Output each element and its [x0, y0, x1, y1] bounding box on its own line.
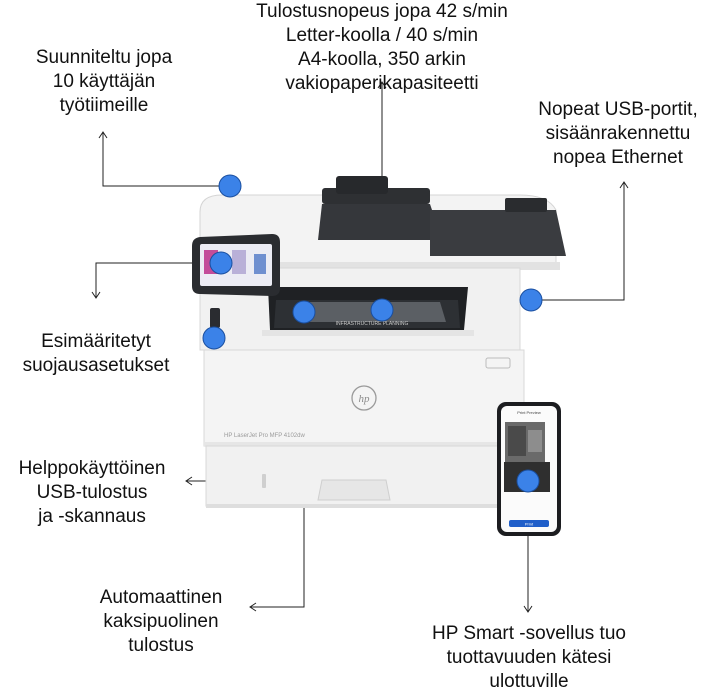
callout-security-line: Esimääritetyt [41, 331, 151, 352]
hp-logo-text: hp [359, 393, 371, 405]
usb-port[interactable] [210, 308, 220, 328]
hotspot-speed[interactable] [370, 298, 394, 322]
callout-usb-print: Helppokäyttöinen USB-tulostus ja -skanna… [0, 457, 184, 529]
phone-screen-title: Print Preview [517, 410, 541, 415]
callout-hp-smart-line: tuottavuuden kätesi [446, 647, 612, 668]
hp-logo-icon [351, 385, 377, 411]
callout-users: Suunniteltu jopa 10 käyttäjän työtiimeil… [14, 46, 194, 118]
callout-security: Esimääritetyt suojausasetukset [2, 330, 190, 378]
callout-duplex-line: kaksipuolinen [103, 611, 219, 632]
callout-usb-ports: Nopeat USB-portit, sisäänrakennettu nope… [516, 98, 720, 170]
smartphone: Print Preview Print [497, 402, 561, 536]
leader-usb-ports [531, 182, 625, 301]
callout-speed-line: Tulostusnopeus jopa 42 s/min [256, 1, 508, 22]
leader-users [102, 132, 230, 187]
callout-usb-ports-line: nopea Ethernet [553, 147, 683, 168]
hotspot-users[interactable] [218, 174, 242, 198]
callout-duplex-line: tulostus [128, 635, 194, 656]
callout-usb-print-line: USB-tulostus [36, 482, 148, 503]
callout-users-line: 10 käyttäjän [52, 71, 156, 92]
adf-output-tray [430, 210, 566, 256]
callout-speed: Tulostusnopeus jopa 42 s/min Letter-kool… [212, 0, 552, 96]
callout-speed-line: Letter-koolla / 40 s/min [285, 25, 479, 46]
callout-usb-print-line: Helppokäyttöinen [18, 458, 166, 479]
phone-print-button[interactable] [509, 520, 549, 527]
callout-duplex-line: Automaattinen [99, 587, 223, 608]
callout-hp-smart-line: ulottuville [489, 671, 569, 692]
callout-users-line: Suunniteltu jopa [35, 47, 173, 68]
callout-users-line: työtiimeille [59, 95, 149, 116]
callout-usb-print-line: ja -skannaus [38, 506, 146, 527]
callout-security-line: suojausasetukset [22, 355, 170, 376]
hotspot-security[interactable] [209, 251, 233, 275]
callout-hp-smart: HP Smart -sovellus tuo tuottavuuden käte… [400, 622, 658, 694]
callout-usb-ports-line: sisäänrakennettu [545, 123, 691, 144]
leader-security [95, 262, 220, 298]
callout-hp-smart-line: HP Smart -sovellus tuo [432, 623, 626, 644]
callout-speed-line: A4-koolla, 350 arkin [298, 49, 466, 70]
hotspot-hp-smart[interactable] [516, 469, 540, 493]
hotspot-usb-ports[interactable] [519, 288, 543, 312]
phone-print-button-label: Print [525, 522, 534, 527]
control-panel[interactable] [192, 234, 280, 296]
callout-usb-ports-line: Nopeat USB-portit, [538, 99, 698, 120]
callout-duplex: Automaattinen kaksipuolinen tulostus [76, 586, 246, 658]
hotspot-usb-print[interactable] [202, 326, 226, 350]
printer: INFRASTRUCTURE PLANNING hp HP LaserJet P… [192, 176, 566, 508]
callout-speed-line: vakiopaperikapasiteetti [285, 73, 479, 94]
hotspot-duplex[interactable] [292, 300, 316, 324]
output-tray-text: INFRASTRUCTURE PLANNING [336, 321, 409, 327]
model-label: HP LaserJet Pro MFP 4102dw [224, 433, 305, 439]
hotspots [202, 174, 543, 493]
